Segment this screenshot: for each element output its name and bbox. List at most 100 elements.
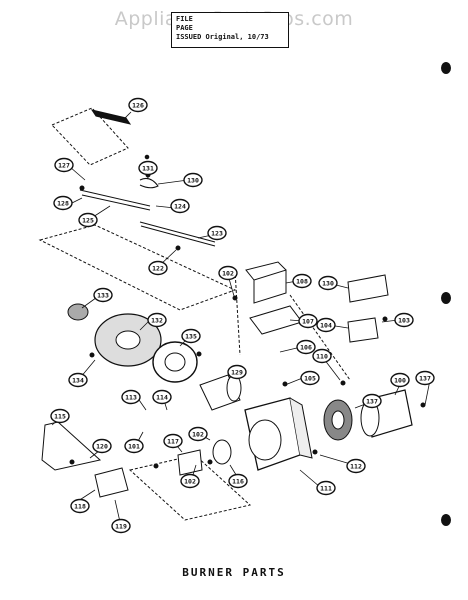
callout-104: 104: [316, 317, 336, 333]
callout-label: 122: [152, 264, 164, 272]
callout-label: 106: [300, 343, 312, 351]
callout-112: 112: [346, 458, 366, 474]
dashed-frame-upper: [51, 107, 129, 166]
callout-116: 116: [228, 473, 248, 489]
callout-label: 134: [72, 376, 84, 384]
callout-label: 125: [82, 216, 94, 224]
cylinder-117: [177, 449, 203, 476]
callout-label: 137: [366, 397, 378, 405]
callout-label: 117: [167, 437, 179, 445]
callout-122: 122: [148, 260, 168, 276]
callout-120: 120: [92, 438, 112, 454]
callout-label: 118: [74, 502, 86, 510]
callout-label: 113: [125, 393, 137, 401]
registration-mark-middle: [441, 292, 451, 304]
callout-117: 117: [163, 433, 183, 449]
callout-102: 102: [188, 426, 208, 442]
callout-124: 124: [170, 198, 190, 214]
callout-label: 130: [187, 176, 199, 184]
callout-106: 106: [296, 339, 316, 355]
callout-label: 102: [222, 269, 234, 277]
relay-104: [347, 317, 379, 343]
page-line: PAGE: [176, 24, 193, 32]
small-gear: [67, 303, 89, 321]
callout-label: 119: [115, 522, 127, 530]
callout-label: 116: [232, 477, 244, 485]
callout-label: 104: [320, 321, 332, 329]
callout-110: 110: [312, 348, 332, 364]
callout-layer: 126 127 131 130 128 125 124 123 122 102 108 133 132 1…: [50, 97, 435, 534]
callout-label: 131: [142, 164, 154, 172]
callout-113: 113: [121, 389, 141, 405]
callout-label: 127: [58, 161, 70, 169]
callout-107: 107: [298, 313, 318, 329]
callout-label: 114: [156, 393, 168, 401]
spring-part: [139, 178, 159, 189]
callout-123: 123: [207, 225, 227, 241]
callout-132: 132: [147, 312, 167, 328]
relay-box: [347, 274, 389, 303]
callout-label: 130: [322, 279, 334, 287]
callout-134: 134: [68, 372, 88, 388]
callout-label: 115: [54, 412, 66, 420]
callout-119: 119: [111, 518, 131, 534]
callout-115: 115: [50, 408, 70, 424]
registration-mark-top: [441, 62, 451, 74]
callout-131: 131: [138, 160, 158, 176]
callout-label: 120: [96, 442, 108, 450]
callout-label: 108: [296, 277, 308, 285]
registration-mark-bottom: [441, 514, 451, 526]
coupling: [212, 439, 232, 465]
callout-label: 112: [350, 462, 362, 470]
callout-137: 137: [362, 393, 382, 409]
callout-127: 127: [54, 157, 74, 173]
callout-102: 102: [180, 473, 200, 489]
dashed-frame-lower: [128, 454, 252, 521]
leader-lines: [51, 111, 431, 523]
callout-label: 111: [320, 484, 332, 492]
callout-label: 137: [419, 374, 431, 382]
callout-label: 133: [97, 291, 109, 299]
callout-126: 126: [128, 97, 148, 113]
callout-118: 118: [70, 498, 90, 514]
issued-line: ISSUED Original, 10/73: [176, 33, 269, 41]
callout-137: 137: [415, 370, 435, 386]
callout-label: 101: [128, 442, 140, 450]
callout-105: 105: [300, 370, 320, 386]
callout-label: 102: [192, 430, 204, 438]
callout-label: 124: [174, 202, 186, 210]
dashed-frame-middle: [38, 224, 237, 311]
callout-label: 126: [132, 101, 144, 109]
callout-111: 111: [316, 480, 336, 496]
callout-101: 101: [124, 438, 144, 454]
electrode-arm: [90, 109, 132, 125]
diagram-caption: BURNER PARTS: [182, 566, 286, 579]
control-block: [94, 467, 129, 498]
callout-label: 135: [185, 332, 197, 340]
callout-label: 107: [302, 317, 314, 325]
callout-130: 130: [318, 275, 338, 291]
long-rod: [139, 221, 216, 247]
callout-100: 100: [390, 372, 410, 388]
callout-102: 102: [218, 265, 238, 281]
callout-label: 105: [304, 374, 316, 382]
callout-133: 133: [93, 287, 113, 303]
dashed-frame-right: [234, 269, 351, 381]
callout-label: 129: [231, 368, 243, 376]
callout-label: 132: [151, 316, 163, 324]
callout-label: 102: [184, 477, 196, 485]
callout-114: 114: [152, 389, 172, 405]
callout-108: 108: [292, 273, 312, 289]
callout-label: 100: [394, 376, 406, 384]
callout-103: 103: [394, 312, 414, 328]
transformer: [245, 261, 287, 304]
file-info-box: FILE PAGE ISSUED Original, 10/73: [171, 12, 289, 48]
callout-128: 128: [53, 195, 73, 211]
callout-135: 135: [181, 328, 201, 344]
callout-label: 103: [398, 316, 410, 324]
callout-label: 123: [211, 229, 223, 237]
callout-129: 129: [227, 364, 247, 380]
callout-label: 128: [57, 199, 69, 207]
